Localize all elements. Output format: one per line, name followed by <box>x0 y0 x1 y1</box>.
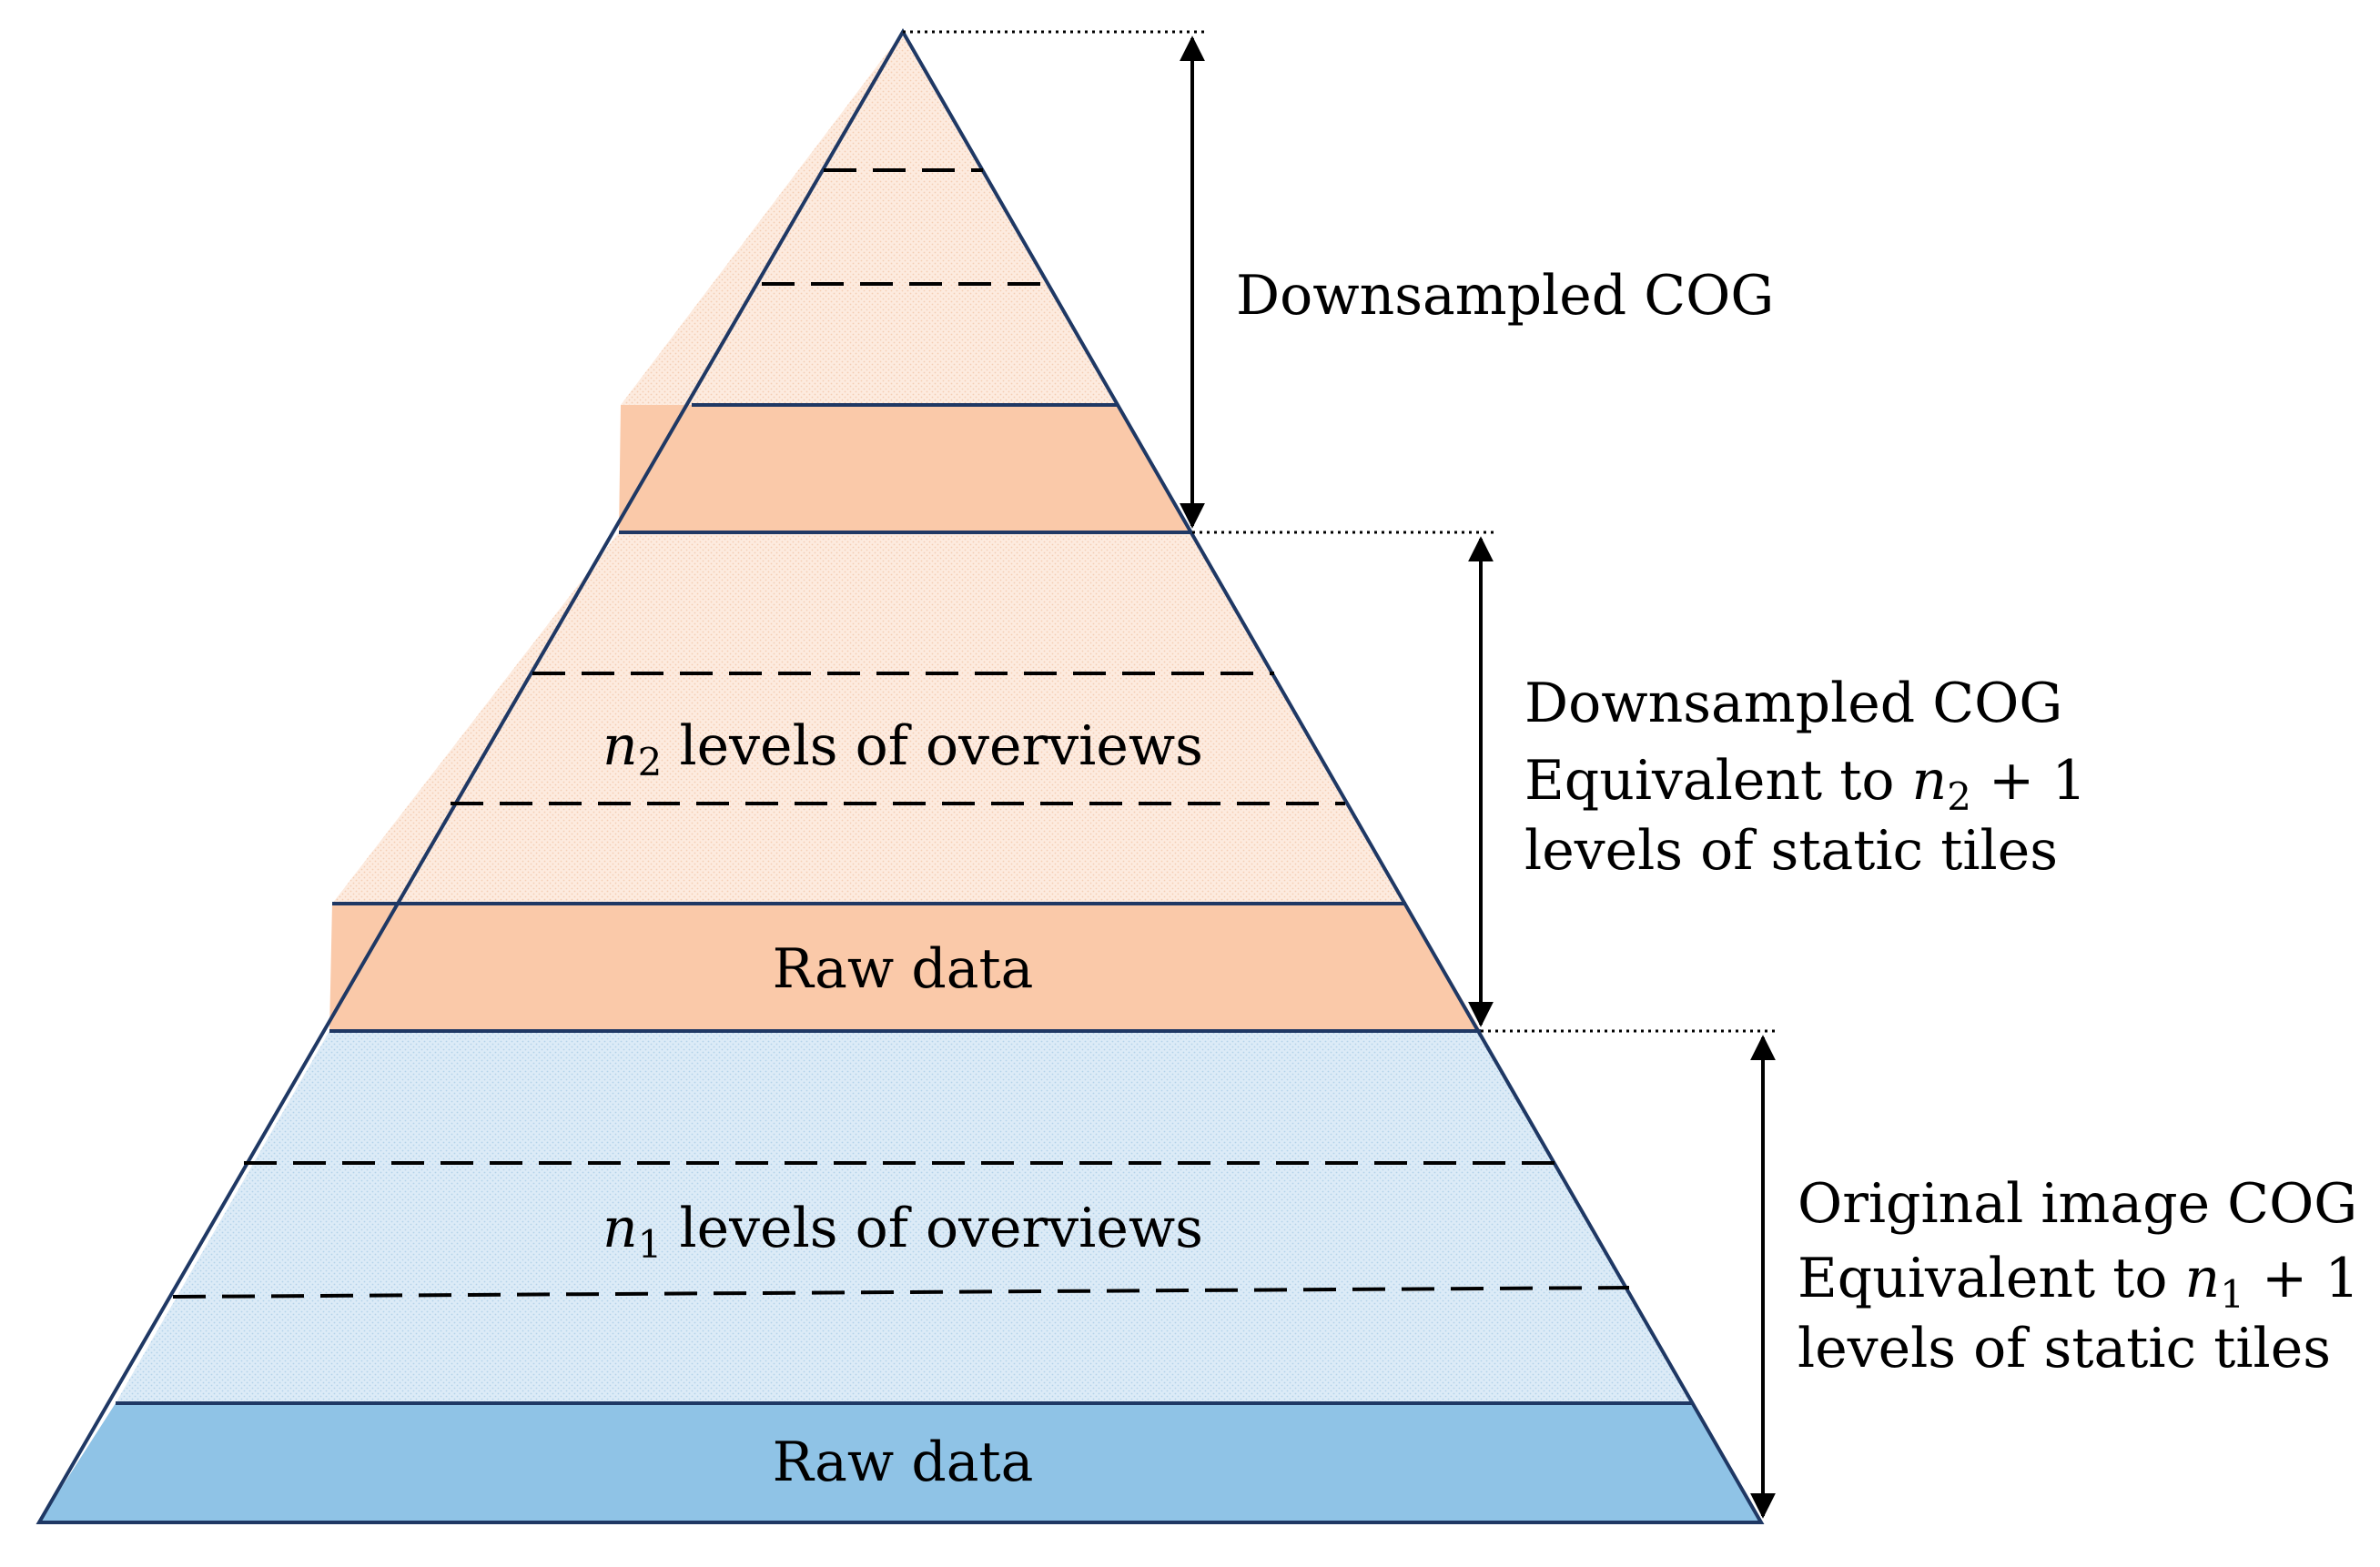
bottom-side-line1: Original image COG <box>1798 1172 2357 1236</box>
bottom-raw-label: Raw data <box>773 1431 1034 1494</box>
top-side-label: Downsampled COG <box>1236 264 1774 328</box>
pyramid-outline <box>35 28 1765 1524</box>
middle-side-line2: Equivalent to n2 + 1 <box>1524 749 2087 819</box>
bottom-raw-band <box>39 1403 1761 1522</box>
bottom-side-line2: Equivalent to n1 + 1 <box>1798 1247 2360 1317</box>
middle-side-line1: Downsampled COG <box>1524 672 2062 735</box>
bottom-overview-band <box>116 1031 1693 1403</box>
middle-overview-label: n2 levels of overviews <box>603 714 1203 784</box>
bottom-overview-label: n1 levels of overviews <box>603 1197 1203 1267</box>
top-overview-band <box>621 32 1117 405</box>
top-raw-band <box>619 405 1192 532</box>
bottom-side-line3: levels of static tiles <box>1798 1317 2331 1380</box>
middle-side-line3: levels of static tiles <box>1524 819 2058 883</box>
middle-overview-band <box>332 532 1406 904</box>
middle-raw-band <box>329 904 1481 1031</box>
middle-raw-label: Raw data <box>773 937 1034 1001</box>
